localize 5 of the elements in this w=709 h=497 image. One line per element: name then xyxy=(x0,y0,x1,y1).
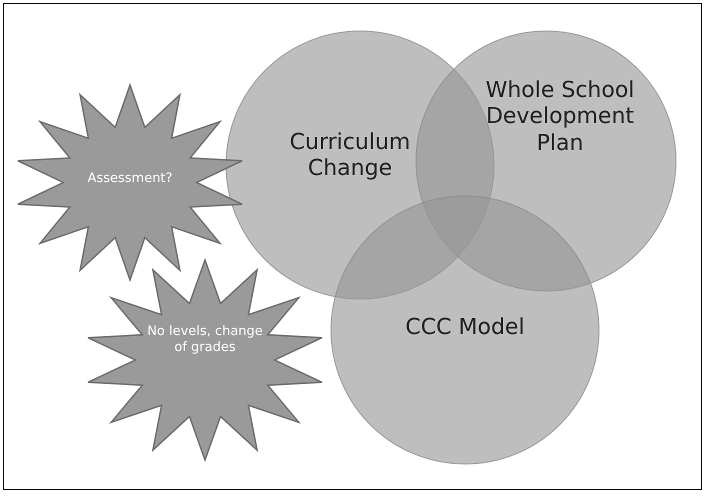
circle-label: Whole School Development Plan xyxy=(484,78,636,158)
starburst-label: Assessment? xyxy=(86,171,174,187)
circle-label: Curriculum Change xyxy=(288,130,412,183)
circle-label: CCC Model xyxy=(404,315,526,342)
starburst-label: No levels, change of grades xyxy=(146,324,264,356)
